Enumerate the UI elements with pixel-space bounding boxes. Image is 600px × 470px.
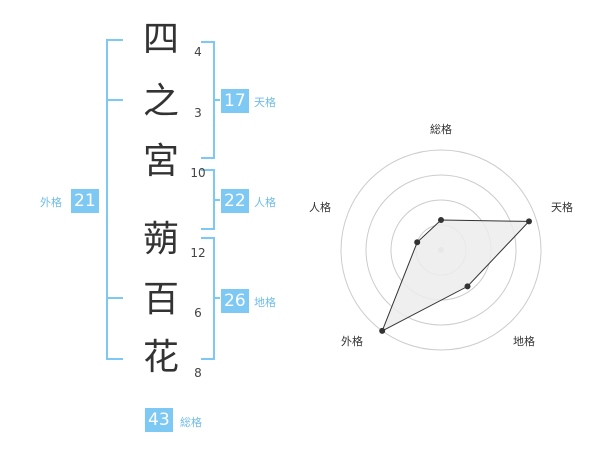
soukaku-label: 総格	[180, 416, 202, 429]
brackets	[106, 39, 220, 360]
jinkaku-badge: 22	[221, 189, 249, 213]
radar-axis-label-chikaku: 地格	[513, 335, 535, 348]
name-char-4: 蒴	[142, 219, 179, 260]
tenkaku-bracket	[201, 41, 220, 159]
name-char-5: 百	[142, 279, 179, 320]
gaikaku-bracket	[106, 39, 123, 360]
radar-ring	[365, 174, 517, 326]
name-char-6: 花	[142, 337, 179, 378]
radar-point-2	[526, 218, 532, 225]
radar-point-1	[438, 217, 444, 223]
stroke-count-1: 4	[194, 45, 202, 59]
radar-ring	[340, 149, 542, 351]
name-char-3: 宮	[142, 141, 179, 182]
radar-axis-label-soukaku: 総格	[430, 123, 452, 136]
gaikaku-label: 外格	[40, 196, 62, 209]
chikaku-bracket	[201, 237, 220, 360]
stroke-count-3: 10	[190, 166, 206, 180]
radar-point-5	[414, 239, 421, 246]
jinkaku-label: 人格	[254, 196, 276, 209]
name-char-2: 之	[142, 81, 179, 122]
name-char-1: 四	[142, 19, 179, 60]
radar-polygon	[381, 219, 531, 332]
gaikaku-badge: 21	[71, 189, 99, 213]
tenkaku-badge: 17	[221, 89, 249, 113]
chikaku-label: 地格	[254, 296, 276, 309]
tenkaku-label: 天格	[254, 96, 276, 109]
jinkaku-bracket	[201, 169, 220, 230]
radar-point-4	[379, 327, 386, 334]
radar-axis-label-gaikaku: 外格	[341, 335, 363, 348]
stroke-count-2: 3	[194, 106, 202, 120]
radar-chart	[340, 149, 542, 351]
radar-axis-label-tenkaku: 天格	[551, 201, 573, 214]
soukaku-badge: 43	[145, 408, 173, 432]
radar-axis-label-jinkaku: 人格	[309, 201, 331, 214]
stroke-count-6: 8	[194, 366, 202, 380]
stroke-count-4: 12	[190, 246, 206, 260]
stroke-count-5: 6	[194, 306, 202, 320]
radar-point-3	[464, 283, 471, 290]
chikaku-badge: 26	[221, 289, 249, 313]
